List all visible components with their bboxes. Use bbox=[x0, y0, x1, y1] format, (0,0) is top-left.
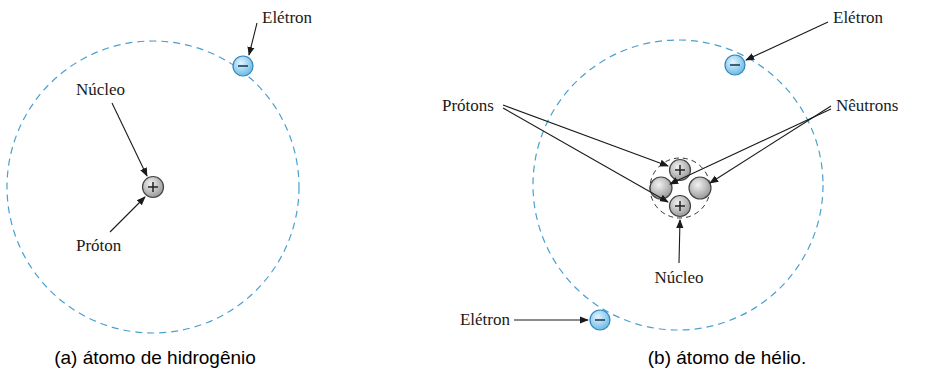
nucleus-label: Núcleo bbox=[76, 80, 125, 100]
leader-line bbox=[249, 23, 257, 55]
leader-line bbox=[110, 197, 145, 232]
electron-symbol bbox=[233, 56, 253, 76]
neutrons-label: Nêutrons bbox=[836, 96, 898, 116]
proton-symbol bbox=[143, 177, 164, 198]
neutron-symbol bbox=[650, 177, 672, 199]
leader-lines bbox=[110, 22, 831, 320]
protons-label: Prótons bbox=[442, 96, 494, 116]
nucleus-outline bbox=[650, 158, 710, 218]
nucleus-label: Núcleo bbox=[654, 268, 703, 288]
proton-symbol bbox=[670, 160, 691, 181]
neutron-symbol bbox=[689, 177, 711, 199]
figure-caption: (a) átomo de hidrogênio bbox=[54, 347, 256, 369]
leader-line bbox=[746, 22, 828, 60]
electron-label: Elétron bbox=[460, 310, 510, 330]
figure-caption: (b) átomo de hélio. bbox=[648, 347, 806, 369]
leader-line bbox=[503, 105, 668, 166]
orbit bbox=[533, 40, 823, 330]
leader-line bbox=[503, 108, 668, 202]
electron-symbol bbox=[590, 310, 610, 330]
leader-line bbox=[112, 103, 147, 176]
electron-symbol bbox=[725, 55, 745, 75]
electron-label: Elétron bbox=[833, 8, 883, 28]
leader-line bbox=[670, 109, 831, 184]
leader-line bbox=[514, 319, 588, 320]
proton-symbol bbox=[670, 196, 691, 217]
orbit bbox=[7, 41, 299, 333]
proton-label: Próton bbox=[76, 236, 121, 256]
leader-line bbox=[679, 220, 680, 263]
electron-label: Elétron bbox=[262, 8, 312, 28]
